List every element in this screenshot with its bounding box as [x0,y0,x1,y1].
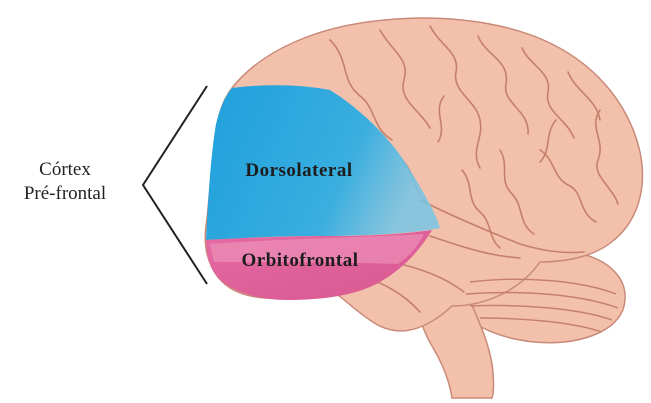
side-label-cortex: Córtex [0,158,130,181]
orbitofrontal-label: Orbitofrontal [242,250,359,271]
side-label-prefrontal: Pré-frontal [0,182,130,205]
dorsolateral-label: Dorsolateral [245,160,352,181]
prefrontal-bracket [143,86,207,284]
